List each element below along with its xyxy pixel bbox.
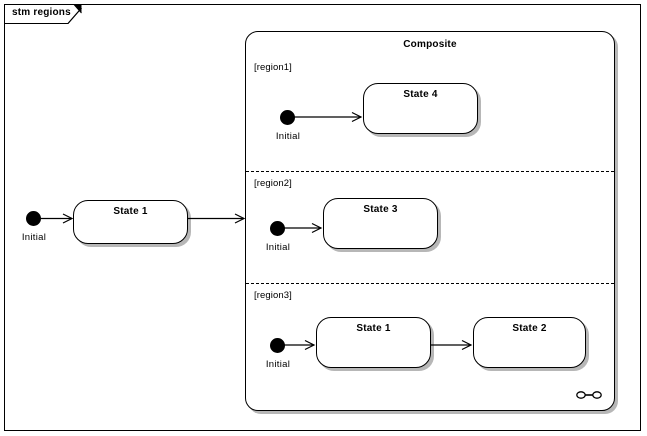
- state-label: State 1: [356, 323, 391, 334]
- state-label: State 1: [113, 206, 148, 217]
- region-separator-2: [246, 283, 614, 284]
- state-label: State 2: [512, 323, 547, 334]
- initial-pseudostate-region1[interactable]: [280, 110, 295, 125]
- state-region1-state4[interactable]: State 4: [363, 83, 478, 134]
- initial-label-region1: Initial: [275, 131, 301, 142]
- composite-title: Composite: [403, 39, 457, 50]
- region-separator-1: [246, 171, 614, 172]
- state-label: State 4: [403, 89, 438, 100]
- state-region3-state2[interactable]: State 2: [473, 317, 586, 368]
- region-label-2: [region2]: [254, 178, 292, 189]
- state-label: State 3: [363, 204, 398, 215]
- initial-label-region2: Initial: [265, 242, 291, 253]
- composite-state[interactable]: Composite [region1] Initial State 4 [reg…: [245, 31, 615, 411]
- initial-pseudostate-top[interactable]: [26, 211, 41, 226]
- initial-pseudostate-region3[interactable]: [270, 338, 285, 353]
- initial-label-region3: Initial: [265, 359, 291, 370]
- state-region3-state1[interactable]: State 1: [316, 317, 431, 368]
- composite-decomposition-icon: [576, 390, 602, 400]
- frame-title-label: stm regions: [12, 7, 71, 18]
- state-region2-state3[interactable]: State 3: [323, 198, 438, 249]
- region-label-1: [region1]: [254, 62, 292, 73]
- initial-pseudostate-region2[interactable]: [270, 221, 285, 236]
- frame-title-tab: [4, 4, 82, 24]
- region-label-3: [region3]: [254, 290, 292, 301]
- state-top-state1[interactable]: State 1: [73, 200, 188, 244]
- initial-label-top: Initial: [21, 232, 47, 243]
